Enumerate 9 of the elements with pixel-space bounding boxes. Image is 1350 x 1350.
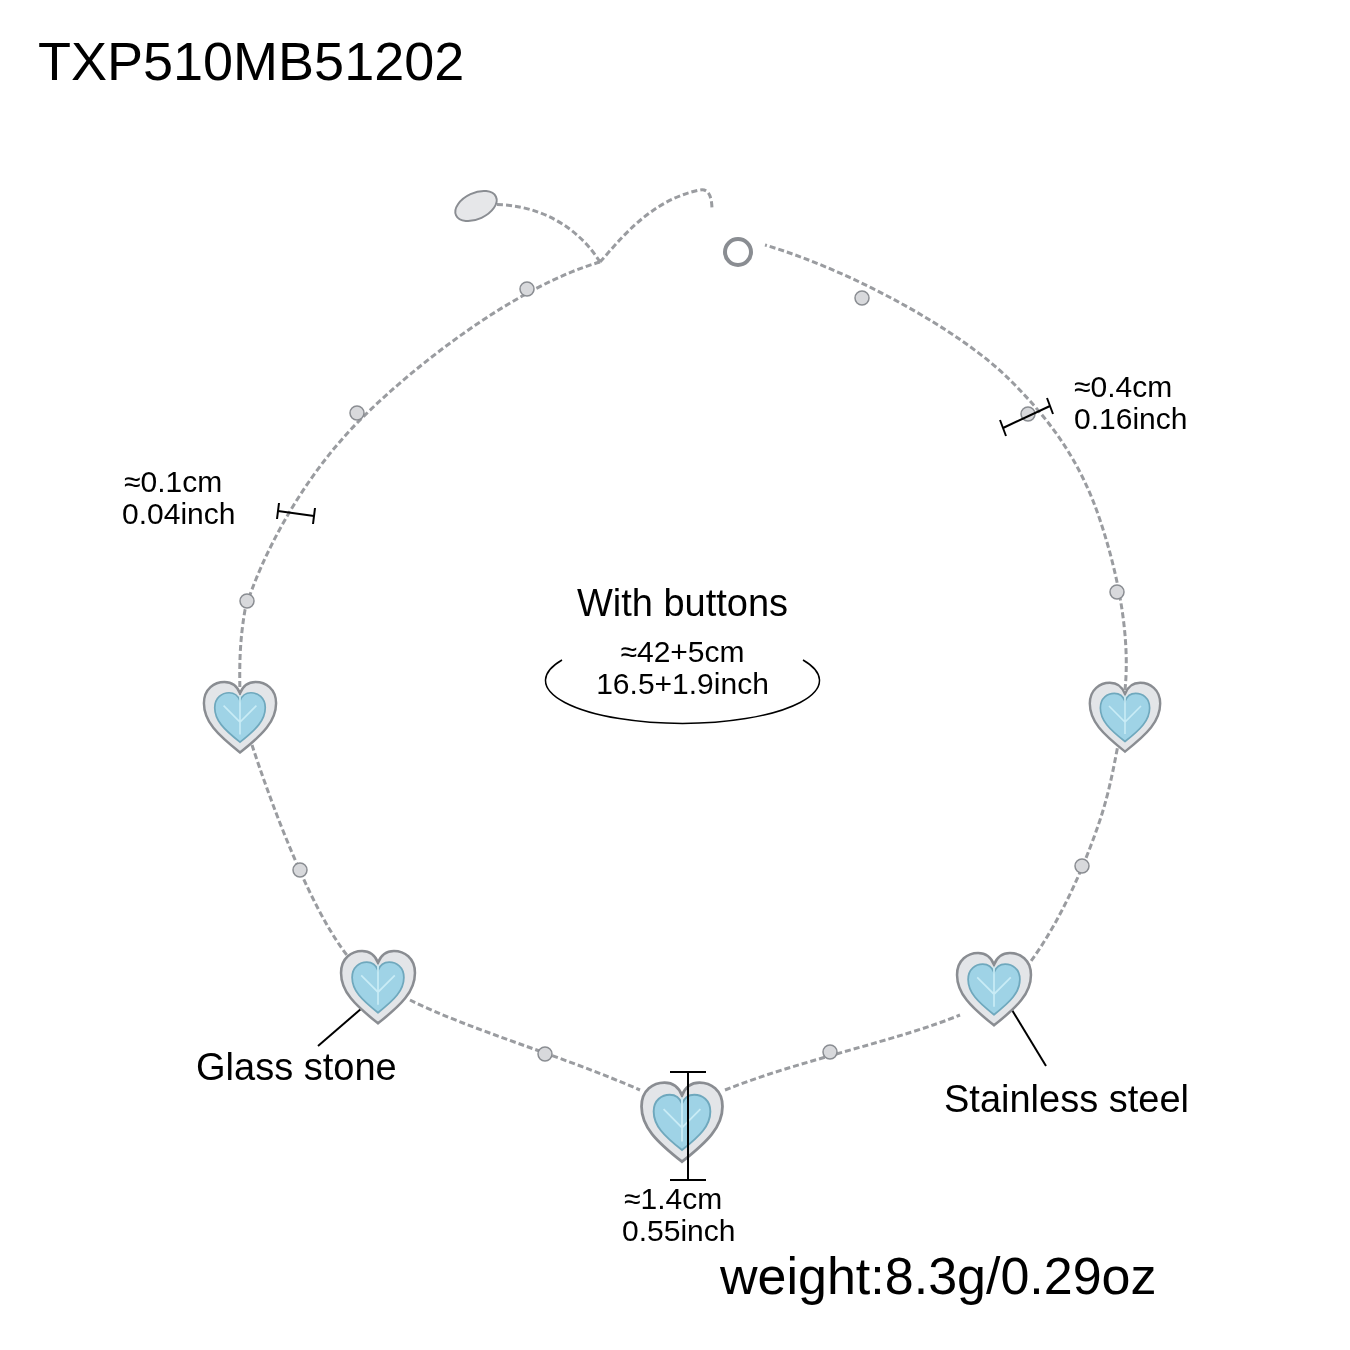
- length-value: ≈42+5cm: [620, 635, 745, 668]
- length-value: 16.5+1.9inch: [596, 667, 769, 700]
- weight-label: weight:8.3g/0.29oz: [720, 1246, 1157, 1307]
- material-label: Stainless steel: [944, 1076, 1234, 1120]
- material-label: Glass stone: [196, 1044, 426, 1088]
- product-code-title: TXP510MB51202: [38, 30, 465, 93]
- leader-line: [1011, 1009, 1047, 1067]
- leader-line: [317, 1007, 363, 1047]
- length-heading: With buttons: [576, 581, 789, 626]
